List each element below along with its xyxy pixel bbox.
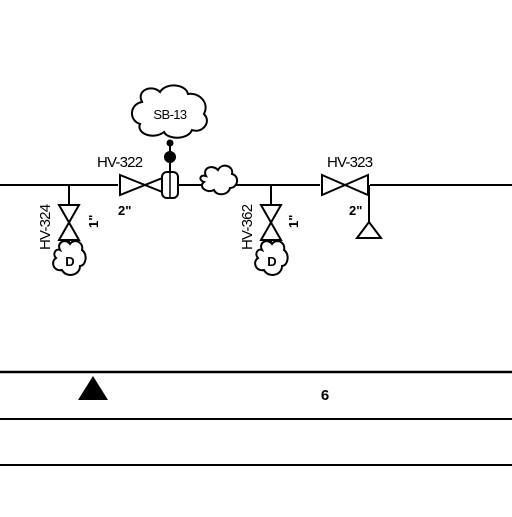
gate-valve-icon — [321, 173, 369, 197]
instrument-bubble-sb-13: SB-13 — [131, 84, 208, 172]
title-block: 6 — [0, 370, 512, 466]
drain-cloud — [254, 240, 289, 276]
valve-size: 1" — [86, 215, 101, 228]
drain-cloud — [52, 240, 87, 276]
gate-valve-icon — [57, 204, 81, 241]
valve-hv-324: HV-324 1" D — [37, 185, 101, 276]
cloud-symbol — [199, 164, 238, 196]
cloud-bubble — [131, 84, 208, 139]
valve-hv-322: HV-322 2" — [97, 154, 179, 218]
gate-valve-icon — [259, 204, 283, 241]
valve-tag: HV-362 — [239, 204, 256, 250]
valve-hv-323: HV-323 2" — [320, 154, 383, 239]
valve-size: 2" — [349, 203, 362, 218]
row-number: 6 — [321, 387, 329, 404]
bubble-label: SB-13 — [153, 107, 187, 122]
triangle-symbol — [355, 220, 383, 239]
actuator-code: D — [65, 254, 74, 269]
warning-triangle-icon — [78, 376, 108, 400]
valve-tag: HV-323 — [327, 154, 373, 171]
valve-size: 1" — [286, 215, 301, 228]
actuator-code: D — [267, 254, 276, 269]
valve-tag: HV-324 — [37, 204, 54, 250]
valve-size: 2" — [118, 203, 131, 218]
valve-tag: HV-322 — [97, 154, 143, 171]
valve-hv-362: HV-362 1" D — [239, 185, 301, 276]
